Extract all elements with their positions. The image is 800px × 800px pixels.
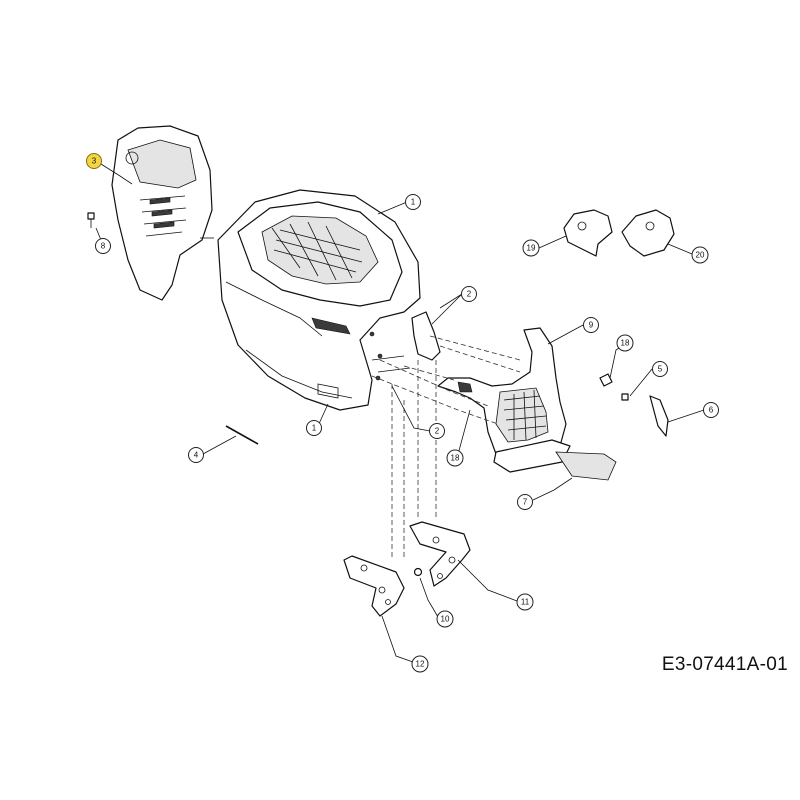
callout-1-hood-top: 1 — [405, 194, 421, 210]
callout-7: 7 — [517, 494, 533, 510]
part-hood-bracket — [369, 311, 441, 381]
part-grille — [437, 327, 571, 473]
callout-2-upper: 2 — [461, 286, 477, 302]
part-hood — [217, 189, 421, 411]
drawing-number: E3-07441A-01 — [661, 654, 788, 675]
callout-2-label: 2 — [467, 290, 472, 299]
callout-20-label: 20 — [696, 251, 705, 260]
callout-12-label: 12 — [416, 660, 425, 669]
part-fasteners — [599, 373, 629, 401]
callout-3: 3 — [86, 153, 102, 169]
assembly-guides — [371, 335, 521, 560]
callout-9: 9 — [583, 317, 599, 333]
callout-12: 12 — [411, 655, 429, 673]
callout-leaders — [95, 163, 705, 663]
callout-18-label: 18 — [451, 454, 460, 463]
part-lens — [555, 451, 617, 481]
part-decal-20 — [621, 209, 675, 257]
callout-5: 5 — [652, 361, 668, 377]
callout-5-label: 5 — [658, 365, 663, 374]
callout-11-label: 11 — [521, 598, 530, 607]
callout-1-hood-side: 1 — [306, 420, 322, 436]
part-decal-19 — [563, 209, 613, 257]
callout-8: 8 — [95, 238, 111, 254]
callout-11: 11 — [516, 593, 534, 611]
part-screw-8 — [87, 212, 95, 228]
part-hinge-right — [409, 521, 471, 587]
callout-6-label: 6 — [709, 406, 714, 415]
callout-2-lower: 2 — [429, 423, 445, 439]
part-spacer — [413, 567, 423, 577]
part-side-trim — [649, 395, 669, 437]
callout-19: 19 — [522, 239, 540, 257]
callout-18-label: 18 — [621, 339, 630, 348]
callout-3-label: 3 — [92, 157, 97, 166]
callout-10: 10 — [436, 610, 454, 628]
part-hinge-left — [343, 555, 405, 617]
callout-8-label: 8 — [101, 242, 106, 251]
callout-19-label: 19 — [527, 244, 536, 253]
part-rod — [225, 425, 259, 445]
callout-18-lower: 18 — [446, 449, 464, 467]
callout-7-label: 7 — [523, 498, 528, 507]
callout-20: 20 — [691, 246, 709, 264]
callout-10-label: 10 — [441, 615, 450, 624]
callout-4: 4 — [188, 447, 204, 463]
callout-18-upper: 18 — [616, 334, 634, 352]
part-dash-panel — [111, 125, 214, 301]
callout-4-label: 4 — [194, 451, 199, 460]
callout-6: 6 — [703, 402, 719, 418]
callout-1-label: 1 — [312, 424, 317, 433]
callout-2-label: 2 — [435, 427, 440, 436]
callout-9-label: 9 — [589, 321, 594, 330]
callout-1-label: 1 — [411, 198, 416, 207]
